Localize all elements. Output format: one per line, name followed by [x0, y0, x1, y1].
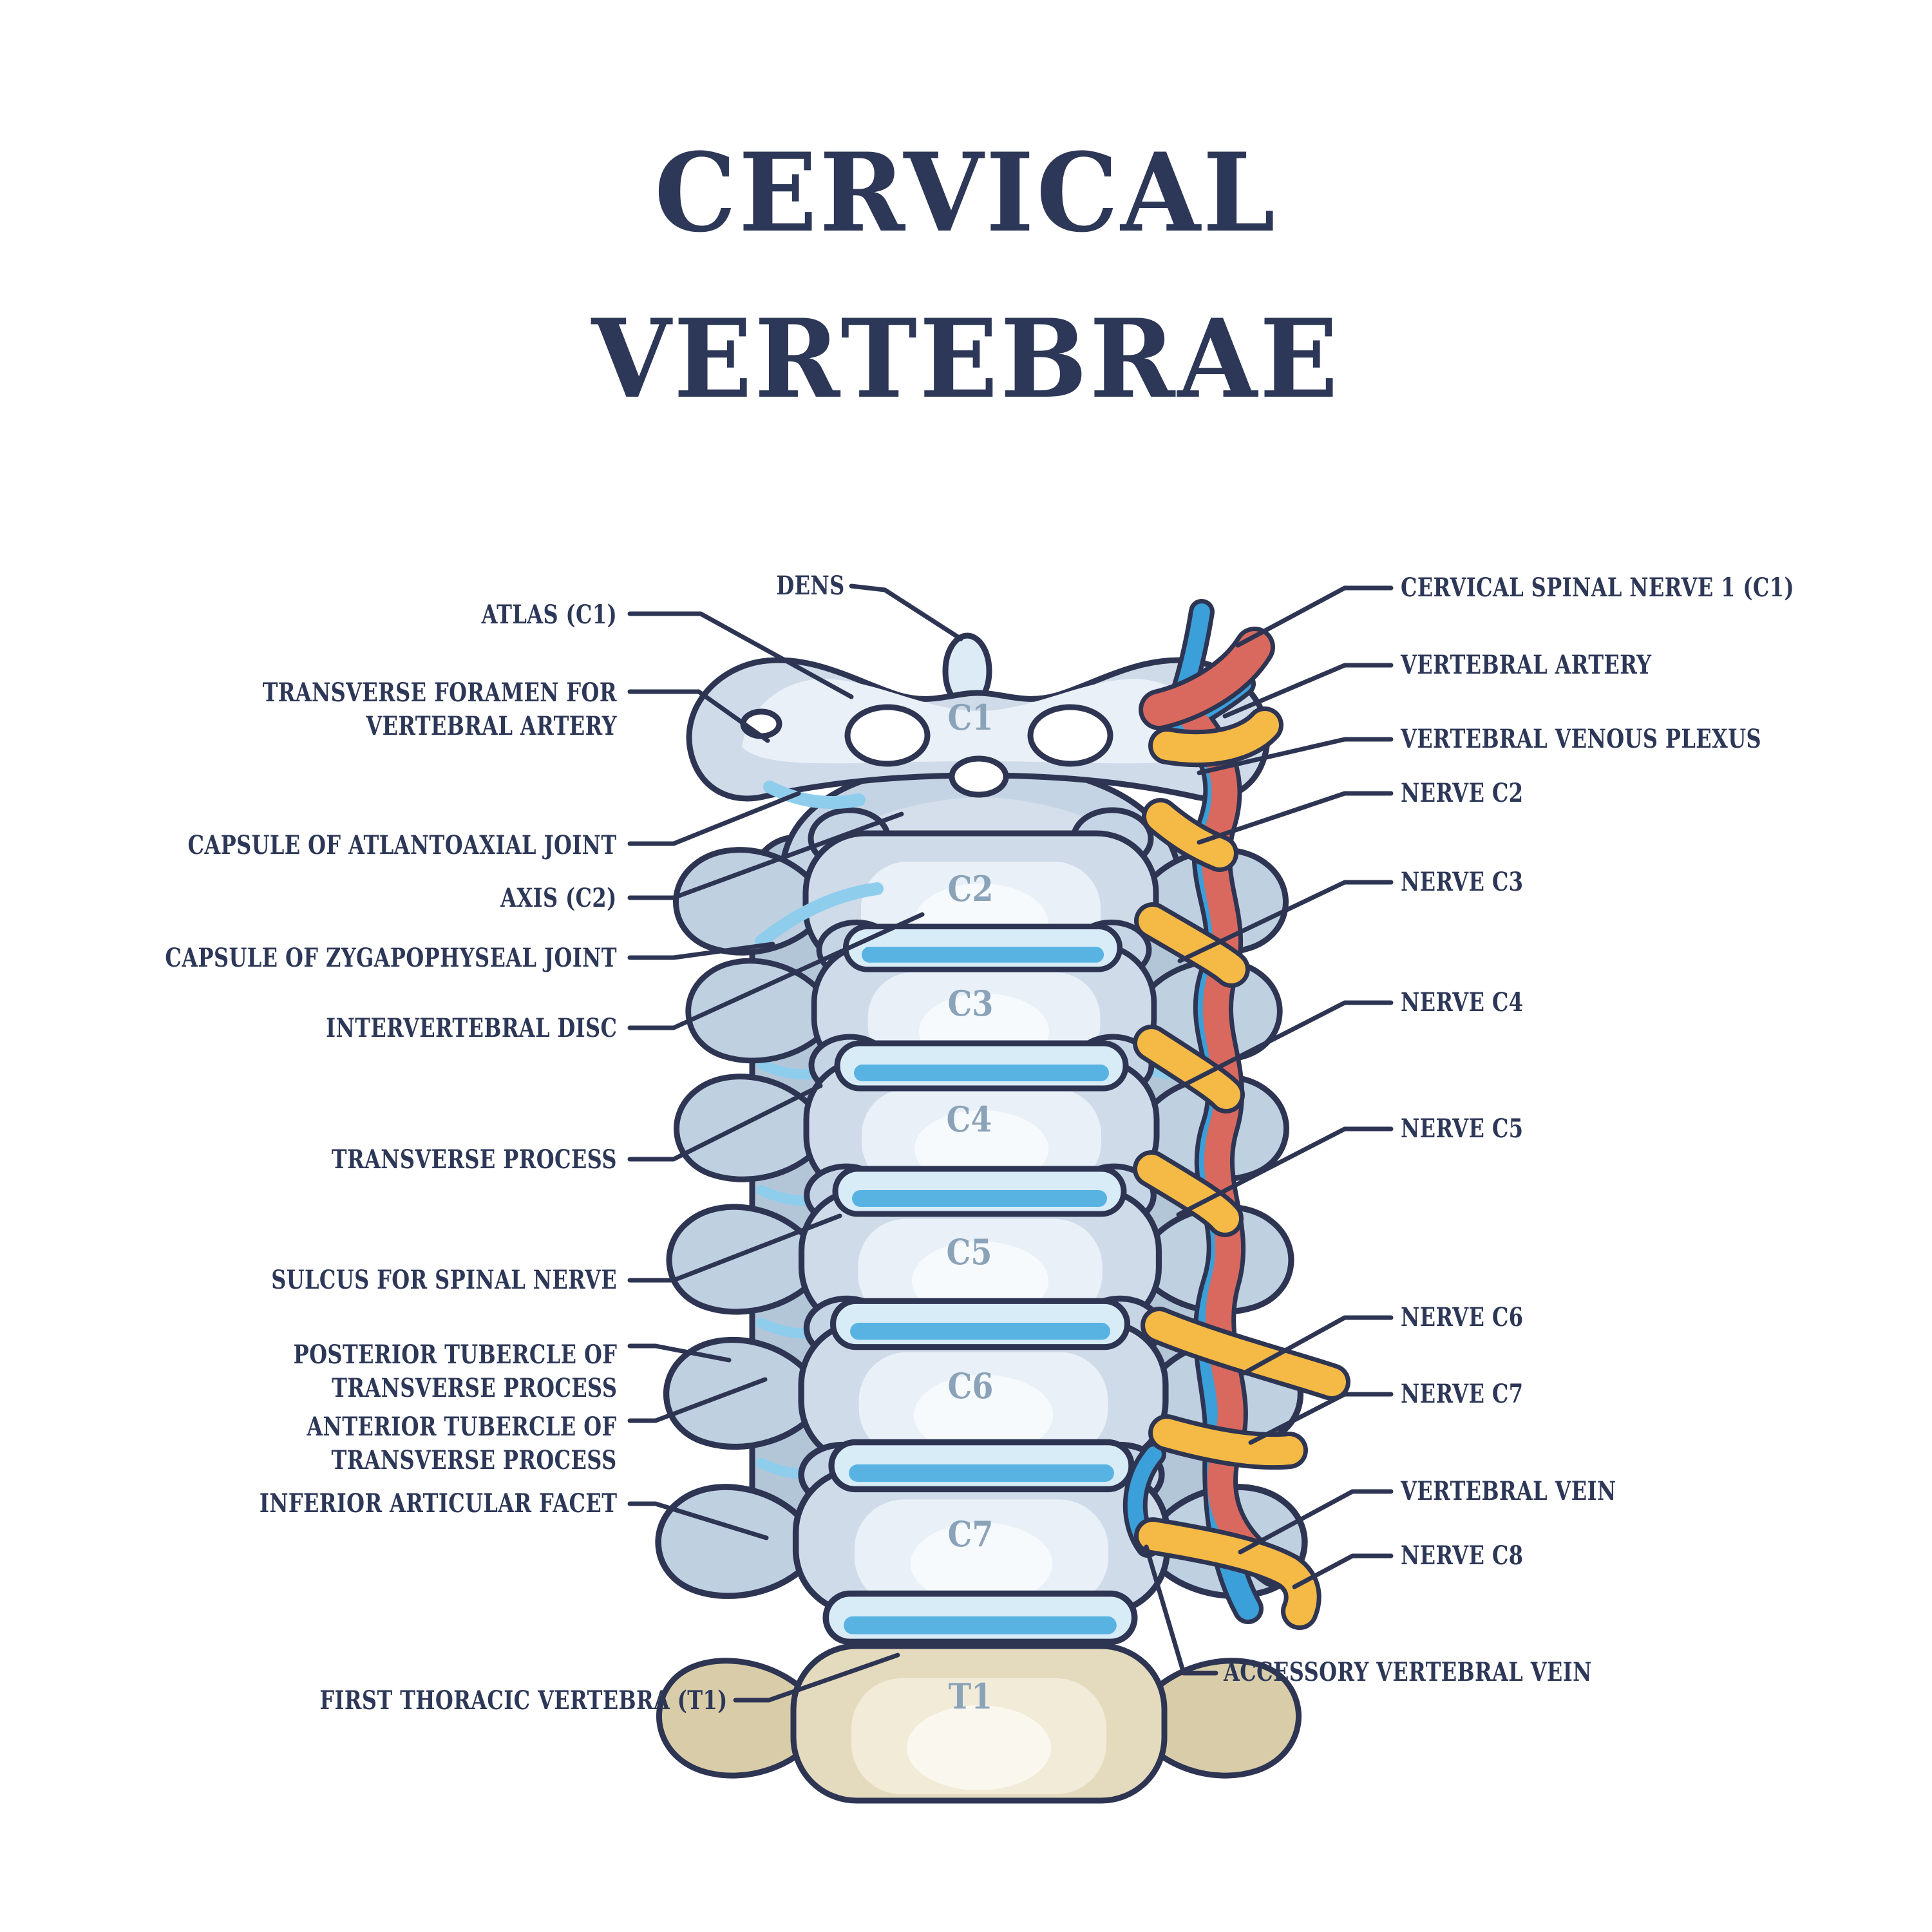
label-transverse-process: TRANSVERSE PROCESS — [331, 1144, 617, 1175]
label-nerve-c6: NERVE C6 — [1401, 1302, 1524, 1332]
title-line-2: VERTEBRAE — [591, 295, 1341, 422]
leader-anterior-tubercle — [627, 1377, 768, 1423]
leader-intervertebral-disc — [627, 912, 925, 1030]
label-vertebral-venous-plexus: VERTEBRAL VENOUS PLEXUS — [1401, 724, 1762, 754]
nerve-c7-band — [1153, 1419, 1303, 1466]
leader-atlas — [627, 611, 854, 699]
leader-dens — [849, 583, 963, 641]
level-label-c3: C3 — [947, 983, 994, 1024]
level-label-c1: C1 — [947, 697, 994, 738]
label-posterior-tubercle: POSTERIOR TUBERCLE OF TRANSVERSE PROCESS — [293, 1340, 617, 1403]
leader-first-thoracic — [733, 1653, 900, 1703]
leader-venous-plexus — [1197, 737, 1394, 775]
label-atlas-c1: ATLAS (C1) — [481, 600, 617, 630]
capsule-zygapophyseal-band — [755, 882, 884, 948]
disc-c7-t1 — [826, 1594, 1134, 1642]
label-inferior-articular-facet: INFERIOR ARTICULAR FACET — [259, 1488, 617, 1519]
leader-axis — [627, 811, 904, 900]
leader-transverse-foramen — [627, 689, 770, 743]
leader-posterior-tubercle — [627, 1343, 732, 1363]
nerve-c8-band — [1139, 1522, 1317, 1625]
nerve-c1-band — [1153, 711, 1279, 763]
label-transverse-foramen: TRANSVERSE FORAMEN FOR VERTEBRAL ARTERY — [262, 677, 617, 741]
leader-cervical-spinal-nerve-1 — [1235, 585, 1394, 648]
leader-nerve-c7 — [1248, 1392, 1394, 1445]
label-intervertebral-disc: INTERVERTEBRAL DISC — [325, 1013, 617, 1043]
label-vertebral-artery: VERTEBRAL ARTERY — [1401, 650, 1652, 680]
label-nerve-c7: NERVE C7 — [1401, 1379, 1524, 1409]
label-nerve-c2: NERVE C2 — [1401, 778, 1524, 808]
disc-c3-c4 — [837, 1043, 1126, 1088]
leader-nerve-c3 — [1177, 880, 1394, 963]
vertebra-c1 — [686, 632, 1271, 802]
label-nerve-c8: NERVE C8 — [1401, 1540, 1524, 1571]
label-axis-c2: AXIS (C2) — [500, 883, 617, 913]
level-label-c4: C4 — [946, 1099, 992, 1140]
disc-c6-c7 — [831, 1443, 1132, 1490]
cervical-spinal-nerve-1-band — [1143, 631, 1271, 726]
page-title: CERVICAL VERTEBRAE — [48, 109, 1884, 442]
leader-nerve-c8 — [1292, 1553, 1394, 1589]
leader-inferior-articular-facet — [627, 1501, 769, 1540]
label-dens: DENS — [776, 571, 845, 601]
leader-transverse-process — [627, 1083, 823, 1162]
level-label-c2: C2 — [947, 868, 994, 909]
level-label-c5: C5 — [946, 1231, 992, 1273]
label-nerve-c5: NERVE C5 — [1401, 1113, 1524, 1144]
disc-c4-c5 — [835, 1169, 1124, 1214]
vertebra-t1 — [656, 1643, 1302, 1804]
label-nerve-c3: NERVE C3 — [1401, 867, 1524, 897]
label-sulcus-spinal-nerve: SULCUS FOR SPINAL NERVE — [271, 1265, 617, 1295]
level-label-c7: C7 — [947, 1513, 994, 1555]
leader-vertebral-vein — [1238, 1489, 1394, 1555]
leader-nerve-c6 — [1242, 1315, 1394, 1376]
vertebra-c2 — [676, 761, 1286, 969]
leader-vertebral-artery — [1222, 663, 1394, 719]
leader-lines — [627, 583, 1394, 1703]
label-capsule-atlantoaxial: CAPSULE OF ATLANTOAXIAL JOINT — [187, 830, 617, 860]
level-label-c6: C6 — [947, 1365, 994, 1406]
nerve-c2-band — [1146, 802, 1234, 867]
label-anterior-tubercle: ANTERIOR TUBERCLE OF TRANSVERSE PROCESS — [307, 1412, 617, 1475]
label-cervical-spinal-nerve-1: CERVICAL SPINAL NERVE 1 (C1) — [1401, 573, 1794, 603]
title-line-1: CERVICAL — [654, 129, 1278, 256]
leader-nerve-c2 — [1197, 791, 1394, 845]
level-label-t1: T1 — [948, 1676, 993, 1717]
leader-sulcus — [627, 1213, 842, 1283]
nerve-c5-band — [1137, 1155, 1239, 1233]
label-nerve-c4: NERVE C4 — [1401, 987, 1524, 1018]
transverse-foramen-hole — [740, 708, 782, 739]
leader-nerve-c4 — [1177, 1000, 1394, 1090]
leader-capsule-zygapophyseal — [627, 942, 775, 960]
leader-capsule-atlantoaxial — [627, 791, 801, 846]
capsule-atlantoaxial-band — [763, 781, 866, 810]
leader-nerve-c5 — [1176, 1126, 1394, 1217]
leader-accessory-vertebral-vein — [1144, 1544, 1218, 1676]
disc-c5-c6 — [833, 1301, 1128, 1347]
label-vertebral-vein: VERTEBRAL VEIN — [1401, 1476, 1616, 1506]
label-capsule-zygapophyseal: CAPSULE OF ZYGAPOPHYSEAL JOINT — [165, 943, 617, 973]
joint-capsules — [755, 781, 884, 948]
nerve-c6-band — [1145, 1311, 1346, 1396]
label-accessory-vertebral-vein: ACCESSORY VERTEBRAL VEIN — [1224, 1657, 1592, 1687]
label-first-thoracic: FIRST THORACIC VERTEBRA (T1) — [319, 1685, 728, 1716]
